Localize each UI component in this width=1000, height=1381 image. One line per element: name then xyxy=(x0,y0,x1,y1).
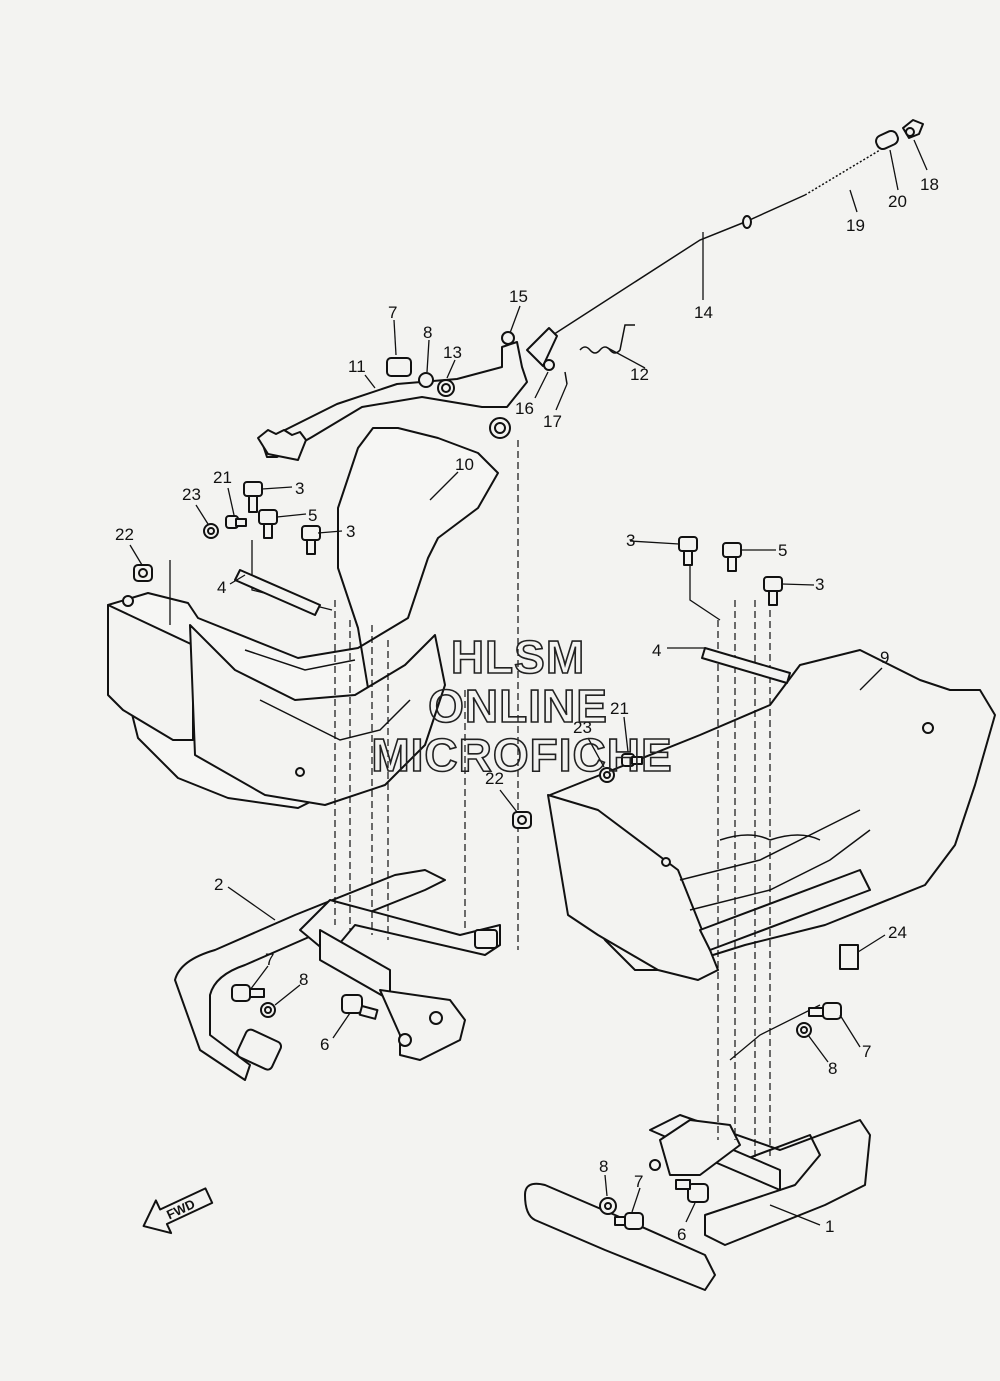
callout-23b: 23 xyxy=(573,718,592,737)
callout-20: 20 xyxy=(888,192,907,211)
callout-3d: 3 xyxy=(815,575,824,594)
right-footrest-frame xyxy=(524,1114,871,1291)
label-24 xyxy=(839,944,859,970)
bolt-3-left-b xyxy=(301,525,321,555)
bolt-7-right-a xyxy=(808,1002,842,1020)
assembly-lines xyxy=(169,440,821,1160)
bracket-4-right xyxy=(701,647,791,684)
watermark-line-2: ONLINE xyxy=(428,680,608,732)
callout-18: 18 xyxy=(920,175,939,194)
bolt-21-left xyxy=(225,515,247,529)
washer-8-right-b xyxy=(599,1197,617,1215)
callout-7c: 7 xyxy=(862,1042,871,1061)
bolt-21-right xyxy=(621,753,643,767)
callout-15: 15 xyxy=(509,287,528,306)
washer-8-right-a xyxy=(796,1022,812,1038)
callout-labels: 1 2 3 3 3 3 4 4 5 5 6 6 7 7 7 7 8 8 8 8 … xyxy=(115,175,939,1244)
callout-4a: 4 xyxy=(217,578,226,597)
callout-23a: 23 xyxy=(182,485,201,504)
bolt-3-left-a xyxy=(243,481,263,513)
callout-7d: 7 xyxy=(634,1172,643,1191)
cable-bracket xyxy=(501,327,568,385)
callout-13: 13 xyxy=(443,343,462,362)
nut-22-left xyxy=(133,564,153,582)
bolt-6-right xyxy=(675,1179,709,1203)
callout-8b: 8 xyxy=(299,970,308,989)
callout-22a: 22 xyxy=(115,525,134,544)
callout-21a: 21 xyxy=(213,468,232,487)
callout-10: 10 xyxy=(455,455,474,474)
washer-23-left xyxy=(203,523,219,539)
bolt-5-right xyxy=(722,542,742,572)
left-footrest-frame xyxy=(174,869,501,1081)
callout-16: 16 xyxy=(515,399,534,418)
callout-6b: 6 xyxy=(677,1225,686,1244)
callout-12: 12 xyxy=(630,365,649,384)
callout-14: 14 xyxy=(694,303,713,322)
callout-11: 11 xyxy=(348,357,366,376)
callout-7b: 7 xyxy=(265,950,274,969)
right-footrest-panel xyxy=(547,649,996,981)
callout-22b: 22 xyxy=(485,769,504,788)
nut-22-right xyxy=(512,811,532,829)
return-spring xyxy=(579,324,635,354)
brake-cable xyxy=(544,119,924,341)
fwd-arrow: FWD xyxy=(142,1187,214,1235)
callout-2: 2 xyxy=(214,875,223,894)
left-footrest-panel xyxy=(107,427,499,809)
brake-pedal xyxy=(257,341,528,461)
callout-8c: 8 xyxy=(828,1059,837,1078)
callout-3c: 3 xyxy=(626,531,635,550)
callout-8d: 8 xyxy=(599,1157,608,1176)
washer-23-right xyxy=(599,767,615,783)
callout-5b: 5 xyxy=(778,541,787,560)
callout-6a: 6 xyxy=(320,1035,329,1054)
bolt-7-right-b xyxy=(614,1212,644,1230)
callout-3a: 3 xyxy=(295,479,304,498)
callout-21b: 21 xyxy=(610,699,629,718)
callout-9: 9 xyxy=(880,648,889,667)
callout-8a: 8 xyxy=(423,323,432,342)
bolt-6-left xyxy=(341,994,379,1020)
callout-1: 1 xyxy=(825,1217,834,1236)
bracket-4-left xyxy=(234,569,321,616)
callout-4b: 4 xyxy=(652,641,661,660)
callout-3b: 3 xyxy=(346,522,355,541)
callout-24: 24 xyxy=(888,923,907,942)
bolt-7-left xyxy=(231,984,265,1002)
callout-leaders xyxy=(129,139,928,1226)
watermark: HLSM ONLINE MICROFICHE xyxy=(371,630,673,782)
callout-5a: 5 xyxy=(308,506,317,525)
watermark-line-3: MICROFICHE xyxy=(371,729,672,781)
callout-19: 19 xyxy=(846,216,865,235)
callout-7a: 7 xyxy=(388,303,397,322)
watermark-line-1: HLSM xyxy=(451,631,585,683)
bolt-5-left xyxy=(258,509,278,539)
callout-17: 17 xyxy=(543,412,562,431)
bolt-3-right-a xyxy=(678,536,698,566)
washer-8-left xyxy=(260,1002,276,1018)
bolt-3-right-b xyxy=(763,576,783,606)
